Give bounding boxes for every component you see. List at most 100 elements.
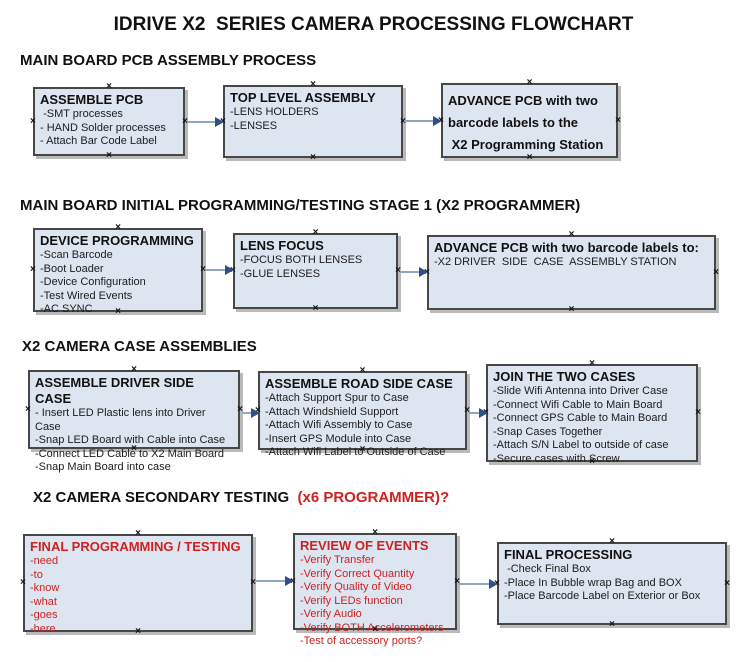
box-advance-pcb-driver-side: ADVANCE PCB with two barcode labels to: …: [424, 230, 719, 315]
box-item: -Attach S/N Label to outside of case: [493, 439, 669, 451]
connection-point-icon: ×: [25, 403, 31, 415]
box-item: -Verify Quality of Video: [300, 581, 412, 593]
box-item: -Attach Windshield Support: [265, 405, 399, 418]
box-join-the-two-cases: JOIN THE TWO CASES -Slide Wifi Antenna i…: [483, 359, 701, 467]
box-item: -Test Wired Events: [40, 289, 133, 302]
heading-black-part: X2 CAMERA SECONDARY TESTING: [33, 489, 294, 506]
box-title: LENS FOCUS: [240, 238, 324, 253]
box-final-programming-testing: FINAL PROGRAMMING / TESTING -need -to -k…: [20, 529, 256, 637]
box-item: - Attach Bar Code Label: [40, 135, 157, 147]
arrowhead-icon: [489, 579, 498, 589]
box-title: ADVANCE PCB with two barcode labels to t…: [448, 93, 604, 152]
box-item: -Verify BOTH Accelerometers: [300, 621, 444, 634]
box-final-processing: FINAL PROCESSING -Check Final Box -Place…: [494, 537, 730, 630]
connection-point-icon: ×: [372, 527, 378, 538]
box-item: -Attach Support Spur to Case: [265, 392, 409, 404]
box-item: -Boot Loader: [40, 262, 104, 275]
box-item: -LENSES: [230, 119, 278, 132]
connection-point-icon: ×: [30, 115, 36, 127]
connection-point-icon: ×: [724, 577, 730, 589]
box-item: -Verify Transfer: [300, 554, 375, 566]
box-item: -Slide Wifi Antenna into Driver Case: [493, 385, 668, 397]
connection-point-icon: ×: [30, 264, 36, 275]
page-title: IDRIVE X2 SERIES CAMERA PROCESSING FLOWC…: [113, 14, 634, 35]
arrowhead-icon: [225, 265, 234, 275]
box-item: -GLUE LENSES: [240, 267, 321, 280]
connection-point-icon: ×: [526, 77, 533, 88]
section-heading-secondary-testing: X2 CAMERA SECONDARY TESTING (x6 PROGRAMM…: [33, 489, 449, 506]
flow-arrow: [404, 116, 442, 126]
box-device-programming: DEVICE PROGRAMMING -Scan Barcode -Boot L…: [30, 223, 206, 317]
connection-point-icon: ×: [310, 152, 316, 163]
box-item: -Connect GPS Cable to Main Board: [493, 412, 668, 424]
box-item: -Verify Correct Quantity: [300, 567, 415, 580]
box-item: -Place In Bubble wrap Bag and BOX: [504, 576, 682, 589]
box-title: FINAL PROGRAMMING / TESTING: [30, 539, 241, 554]
flow-arrow: [469, 408, 488, 418]
box-assemble-driver-side-case: ASSEMBLE DRIVER SIDE CASE - Insert LED P…: [25, 365, 243, 474]
connection-point-icon: ×: [312, 227, 319, 238]
box-item: -to: [30, 568, 43, 581]
section-heading-initial-programming: MAIN BOARD INITIAL PROGRAMMING/TESTING S…: [20, 197, 581, 214]
connection-point-icon: ×: [20, 577, 26, 588]
connection-point-icon: ×: [589, 358, 595, 369]
box-item: -Connect LED Cable to X2 Main Board: [35, 447, 224, 460]
flow-arrow: [459, 579, 498, 589]
connection-point-icon: ×: [609, 536, 615, 547]
arrowhead-icon: [285, 576, 294, 586]
box-item: -LENS HOLDERS: [230, 106, 319, 118]
connection-point-icon: ×: [135, 528, 141, 539]
box-item: -what: [30, 595, 57, 608]
box-item: -know: [30, 582, 60, 594]
box-item: - HAND Solder processes: [40, 121, 166, 134]
connection-point-icon: ×: [713, 266, 719, 278]
connection-point-icon: ×: [568, 304, 575, 315]
box-item: -Attach Wifi Label to Outside of Case: [265, 446, 446, 458]
box-item: -Verify LEDs function: [300, 594, 403, 607]
box-title: ASSEMBLE PCB: [40, 92, 144, 107]
box-item: -Snap Main Board into case: [35, 461, 171, 473]
arrowhead-icon: [419, 267, 428, 277]
box-item: -Attach Wifi Assembly to Case: [265, 419, 413, 431]
connection-point-icon: ×: [609, 619, 615, 630]
connection-point-icon: ×: [310, 79, 316, 90]
arrowhead-icon: [433, 116, 442, 126]
arrowhead-icon: [215, 117, 224, 127]
box-assemble-pcb: ASSEMBLE PCB -SMT processes - HAND Solde…: [30, 82, 188, 161]
box-item: -X2 DRIVER SIDE CASE ASSEMBLY STATION: [434, 256, 677, 268]
connection-point-icon: ×: [312, 303, 319, 314]
arrowhead-icon: [251, 408, 260, 418]
box-item: -Verify Audio: [300, 608, 362, 620]
flow-arrow: [242, 408, 260, 418]
connection-point-icon: ×: [106, 81, 112, 92]
flow-arrow: [205, 265, 234, 275]
connection-point-icon: ×: [131, 364, 137, 375]
box-top-level-assembly: TOP LEVEL ASSEMBLY -LENS HOLDERS -LENSES…: [220, 80, 406, 163]
box-title: ADVANCE PCB with two barcode labels to:: [434, 240, 699, 255]
arrowhead-icon: [479, 408, 488, 418]
box-title: DEVICE PROGRAMMING: [40, 233, 194, 248]
box-item: -Secure cases with Screw: [493, 452, 620, 465]
box-title: ASSEMBLE ROAD SIDE CASE: [265, 376, 453, 391]
box-title: REVIEW OF EVENTS: [300, 538, 429, 553]
box-advance-pcb-programming-station: ADVANCE PCB with two barcode labels to t…: [438, 78, 621, 163]
flow-arrow: [187, 117, 224, 127]
connection-point-icon: ×: [359, 365, 366, 376]
box-title: ASSEMBLE DRIVER SIDE CASE: [35, 375, 198, 406]
section-heading-pcb-assembly: MAIN BOARD PCB ASSEMBLY PROCESS: [20, 52, 317, 69]
connection-point-icon: ×: [615, 114, 621, 126]
box-item: -Scan Barcode: [40, 249, 113, 261]
box-item: - Insert LED Plastic lens into Driver Ca…: [35, 407, 209, 433]
flow-arrow: [255, 576, 294, 586]
box-item: -goes: [30, 609, 58, 621]
box-item: -Snap Cases Together: [493, 425, 603, 438]
box-item: -Place Barcode Label on Exterior or Box: [504, 590, 701, 602]
box-lens-focus: LENS FOCUS -FOCUS BOTH LENSES -GLUE LENS…: [230, 228, 401, 314]
section-heading-case-assemblies: X2 CAMERA CASE ASSEMBLIES: [22, 338, 257, 355]
box-assemble-road-side-case: ASSEMBLE ROAD SIDE CASE -Attach Support …: [255, 366, 470, 459]
connection-point-icon: ×: [568, 229, 575, 240]
box-item: -AC SYNC: [40, 303, 93, 315]
box-item: -Connect Wifi Cable to Main Board: [493, 398, 663, 411]
box-title: TOP LEVEL ASSEMBLY: [230, 90, 376, 105]
box-review-of-events: REVIEW OF EVENTS -Verify Transfer -Verif…: [290, 528, 460, 648]
